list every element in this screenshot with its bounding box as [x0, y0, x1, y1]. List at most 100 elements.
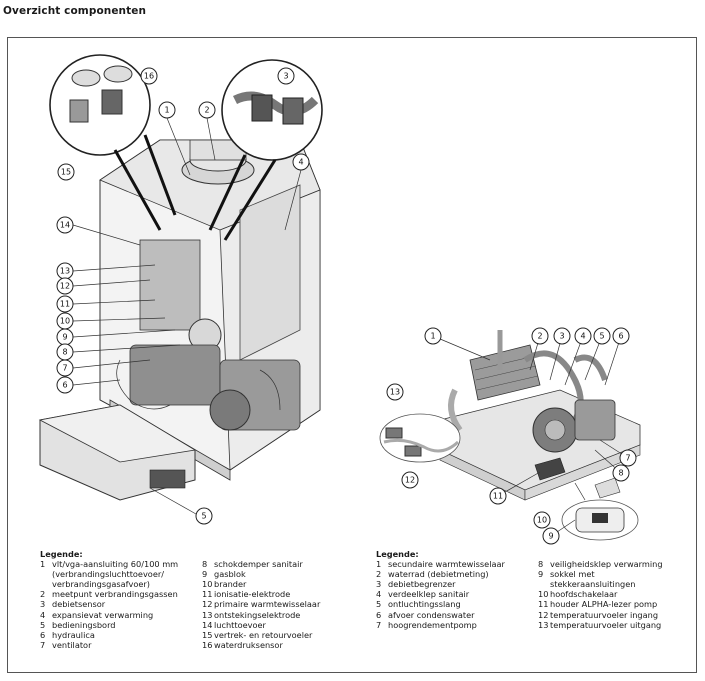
callouts-right: 1 2 3 4 5 6 7 8 9 10 11 12 13	[386, 327, 637, 545]
legend-item: 5 ontluchtingsslang	[376, 599, 538, 609]
legend-item-text: ontluchtingsslang	[388, 599, 461, 610]
legend-left-title: Legende:	[40, 549, 83, 559]
legend-item-number	[40, 579, 52, 589]
legend-item-number: 9	[202, 569, 208, 580]
callout-left-7: 7	[56, 359, 74, 377]
legend-item-number: 5	[376, 599, 382, 610]
legend-item: (verbrandingsluchttoevoer/	[40, 569, 202, 579]
legend-item-number: 3	[376, 579, 382, 590]
legend-item-number: 13	[538, 619, 549, 630]
legend-item-number: 11	[202, 589, 213, 600]
callout-left-6: 6	[56, 376, 74, 394]
callout-left-12: 12	[56, 277, 74, 295]
legend-item-number: 8	[202, 559, 208, 570]
callout-right-10: 10	[533, 511, 551, 529]
callout-right-2: 2	[531, 327, 549, 345]
legend-right-title: Legende:	[376, 549, 419, 559]
svg-text:13: 13	[390, 388, 400, 397]
legend-item-number: 13	[202, 609, 213, 620]
callout-left-15: 15	[57, 163, 75, 181]
legend-item-text: temperatuurvoeler ingang	[550, 609, 659, 620]
svg-text:3: 3	[559, 332, 564, 341]
legend-item-text: hydraulica	[52, 629, 95, 640]
legend-item-text: waterrad (debietmeting)	[388, 569, 489, 580]
legend-item-text: debietsensor	[52, 599, 106, 610]
svg-text:6: 6	[618, 332, 623, 341]
svg-text:10: 10	[537, 516, 547, 525]
svg-text:16: 16	[144, 72, 154, 81]
callout-right-13: 13	[386, 383, 404, 401]
legend-item-number: 6	[376, 609, 382, 620]
legend-item-text: ventilator	[52, 639, 92, 650]
svg-text:7: 7	[62, 364, 67, 373]
legend-item-number: 4	[376, 589, 382, 600]
svg-text:4: 4	[298, 158, 303, 167]
legend-item-text: verbrandingsgasafvoer)	[52, 579, 150, 590]
callout-right-11: 11	[489, 487, 507, 505]
legend-item-text: secundaire warmtewisselaar	[388, 559, 505, 570]
legend-item: 7 ventilator	[40, 640, 202, 650]
legend-item-text: luchttoevoer	[214, 619, 266, 630]
svg-text:8: 8	[618, 469, 623, 478]
callout-left-16: 16	[140, 67, 158, 85]
svg-text:4: 4	[580, 332, 585, 341]
legend-item-number	[40, 569, 52, 579]
legend-item-text: waterdruksensor	[214, 639, 283, 650]
callout-right-6: 6	[612, 327, 630, 345]
legend-item-number: 15	[202, 629, 213, 640]
callout-right-1: 1	[424, 327, 442, 345]
legend-item-number: 4	[40, 609, 46, 620]
callout-left-11: 11	[56, 295, 74, 313]
legend-item: verbrandingsgasafvoer)	[40, 579, 202, 589]
legend-item-number: 10	[538, 589, 549, 600]
callout-right-3: 3	[553, 327, 571, 345]
legend-item-number: 1	[40, 559, 46, 570]
legend-item-text: houder ALPHA-lezer pomp	[550, 599, 658, 610]
legend-item-number: 8	[538, 559, 544, 570]
callout-left-3: 3	[277, 67, 295, 85]
legend-item-text: ionisatie-elektrode	[214, 589, 291, 600]
svg-text:3: 3	[283, 72, 288, 81]
legend-item-number: 9	[538, 569, 544, 580]
svg-text:12: 12	[60, 282, 70, 291]
svg-text:9: 9	[62, 333, 67, 342]
callout-left-13: 13	[56, 262, 74, 280]
page-title: Overzicht componenten	[3, 5, 147, 17]
hydraulics-drawing	[379, 330, 641, 541]
callout-right-9: 9	[542, 527, 560, 545]
legend-item-number: 2	[376, 569, 382, 580]
legend-item-text: stekkeraansluitingen	[550, 579, 636, 590]
legend-item-text: ontstekingselektrode	[214, 609, 301, 620]
legend-item-text: (verbrandingsluchttoevoer/	[52, 569, 164, 580]
legend-item: stekkeraansluitingen	[538, 579, 663, 589]
callout-left-8: 8	[56, 343, 74, 361]
legend-item-number: 12	[202, 599, 213, 610]
callout-left-9: 9	[56, 328, 74, 346]
callout-left-2: 2	[198, 101, 216, 119]
callout-left-14: 14	[56, 216, 74, 234]
svg-text:6: 6	[62, 381, 67, 390]
legend-item-text: verdeelklep sanitair	[388, 589, 470, 600]
svg-text:15: 15	[61, 168, 71, 177]
legend-item-number: 14	[202, 619, 213, 630]
legend-item-number: 5	[40, 619, 46, 630]
legend-item-number	[538, 579, 550, 589]
callouts-left: 16 15 1 2 3 4 14 13 12 11 10 9 8 7 6 5	[56, 67, 310, 525]
legend-item-number: 7	[40, 639, 46, 650]
legend-item-text: primaire warmtewisselaar	[214, 599, 321, 610]
